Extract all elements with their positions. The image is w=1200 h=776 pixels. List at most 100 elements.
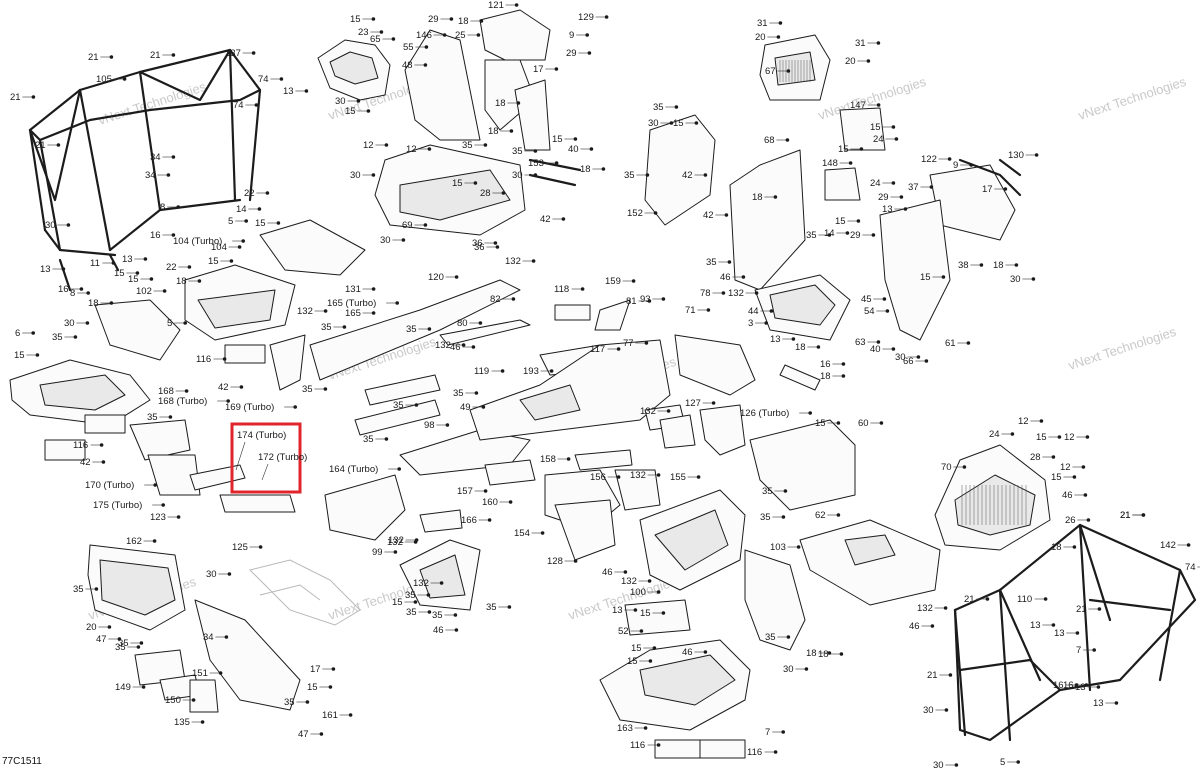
- callout-roll-cage-left[interactable]: 74: [233, 100, 244, 111]
- callout-hood-area[interactable]: 40: [568, 144, 579, 155]
- callout-console[interactable]: 118: [554, 284, 569, 295]
- callout-console[interactable]: 82: [490, 294, 501, 305]
- callout-rear-lower[interactable]: 103: [770, 542, 786, 553]
- callout-floor-left[interactable]: 104 (Turbo): [173, 236, 222, 247]
- callout-rear-lower[interactable]: 30: [783, 664, 794, 675]
- callout-floor-left[interactable]: 15: [14, 350, 25, 361]
- callout-dash-right[interactable]: 13: [882, 204, 893, 215]
- callout-console[interactable]: 35: [406, 324, 417, 335]
- callout-hood-area[interactable]: 146: [416, 30, 432, 41]
- callout-roll-cage-left[interactable]: 15: [114, 268, 125, 279]
- callout-dash-right[interactable]: 35: [706, 257, 717, 268]
- callout-roll-cage-left[interactable]: 5: [228, 216, 233, 227]
- highlight-box[interactable]: [230, 422, 302, 494]
- callout-dash-right[interactable]: 30: [648, 118, 659, 129]
- callout-rear-lower[interactable]: 18: [806, 648, 817, 659]
- callout-rear-lower[interactable]: 15: [627, 656, 638, 667]
- callout-roll-cage-left[interactable]: 8: [70, 288, 75, 299]
- callout-hood-area[interactable]: 15: [552, 134, 563, 145]
- callout-dash-right[interactable]: 15: [870, 122, 881, 133]
- callout-console[interactable]: 81: [626, 296, 637, 307]
- callout-console[interactable]: 131: [345, 284, 361, 295]
- callout-rear-left[interactable]: 35: [284, 697, 295, 708]
- callout-hood-area[interactable]: 15: [452, 178, 463, 189]
- callout-roll-cage-left[interactable]: 14: [236, 204, 247, 215]
- callout-center-rear[interactable]: 154: [514, 528, 530, 539]
- callout-center-rear[interactable]: 132: [387, 537, 403, 548]
- callout-rear-right[interactable]: 24: [989, 429, 1000, 440]
- callout-floor-left[interactable]: 22: [166, 262, 177, 273]
- callout-center-rear[interactable]: 100: [630, 587, 646, 598]
- callout-dash-right[interactable]: 15: [838, 144, 849, 155]
- callout-rear-right[interactable]: 110: [1017, 594, 1032, 605]
- callout-roll-cage-left[interactable]: 13: [40, 264, 51, 275]
- callout-172-turbo[interactable]: 172 (Turbo): [258, 452, 307, 463]
- callout-center-rear[interactable]: 35: [762, 486, 773, 497]
- callout-dash-right[interactable]: 17: [982, 184, 993, 195]
- callout-rear-right[interactable]: 15: [1051, 472, 1062, 483]
- callout-rear-lower[interactable]: 15: [640, 608, 651, 619]
- callout-center-rear[interactable]: 35: [432, 610, 443, 621]
- callout-hood-area[interactable]: 35: [462, 140, 473, 151]
- callout-rear-right[interactable]: 21: [927, 670, 938, 681]
- callout-hood-area[interactable]: 17: [533, 64, 544, 75]
- callout-roll-cage-left[interactable]: 8: [160, 202, 165, 213]
- callout-rear-lower[interactable]: 15: [631, 643, 642, 654]
- callout-floor-left[interactable]: 168: [158, 386, 174, 397]
- callout-dash-right[interactable]: 147: [850, 100, 866, 111]
- callout-rear-left[interactable]: 35: [115, 642, 126, 653]
- callout-console[interactable]: 165: [345, 308, 361, 319]
- callout-dash-right[interactable]: 71: [685, 305, 696, 316]
- callout-front-fascia[interactable]: 15: [350, 14, 361, 25]
- callout-rear-right[interactable]: 16: [1053, 680, 1064, 691]
- callout-hood-area[interactable]: 69: [402, 220, 413, 231]
- callout-center-rear[interactable]: 99: [372, 547, 383, 558]
- callout-dash-right[interactable]: 18: [820, 371, 831, 382]
- callout-floor-left[interactable]: 42: [218, 382, 229, 393]
- callout-floor-left[interactable]: 170 (Turbo): [85, 480, 134, 491]
- callout-roll-cage-left[interactable]: 13: [283, 86, 294, 97]
- callout-rear-right[interactable]: 18: [1051, 542, 1062, 553]
- callout-front-right-cover[interactable]: 20: [755, 32, 766, 43]
- callout-dash-right[interactable]: 122: [921, 154, 937, 165]
- callout-roll-cage-left[interactable]: 34: [150, 152, 161, 163]
- callout-roll-cage-left[interactable]: 21: [150, 50, 161, 61]
- callout-rear-left[interactable]: 161: [322, 710, 338, 721]
- callout-floor-left[interactable]: 102: [136, 286, 152, 297]
- callout-dash-right[interactable]: 30: [1010, 274, 1021, 285]
- callout-dash-right[interactable]: 45: [861, 294, 872, 305]
- callout-dash-right[interactable]: 37: [908, 182, 919, 193]
- callout-rear-lower[interactable]: 7: [765, 727, 770, 738]
- callout-rear-right[interactable]: 28: [1030, 452, 1041, 463]
- callout-dash-right[interactable]: 63: [855, 337, 866, 348]
- callout-rear-left[interactable]: 47: [298, 729, 309, 740]
- callout-floor-left[interactable]: 30: [64, 318, 75, 329]
- callout-floor-left[interactable]: 35: [147, 412, 158, 423]
- callout-console[interactable]: 132: [640, 406, 656, 417]
- callout-rear-left[interactable]: 150: [165, 695, 181, 706]
- callout-roll-cage-left[interactable]: 21: [88, 52, 99, 63]
- callout-console[interactable]: 36: [472, 238, 483, 249]
- callout-hood-area[interactable]: 29: [428, 14, 439, 25]
- callout-rear-left[interactable]: 20: [86, 622, 97, 633]
- callout-console[interactable]: 77: [623, 338, 634, 349]
- callout-rear-lower[interactable]: 116: [630, 740, 645, 751]
- callout-dash-right[interactable]: 40: [870, 344, 881, 355]
- callout-console[interactable]: 93: [640, 294, 651, 305]
- callout-hood-area[interactable]: 18: [488, 126, 499, 137]
- callout-center-rear[interactable]: 46: [602, 567, 613, 578]
- callout-dash-right[interactable]: 24: [873, 134, 884, 145]
- callout-rear-right[interactable]: 142: [1160, 540, 1176, 551]
- callout-rear-right[interactable]: 26: [1065, 515, 1076, 526]
- callout-dash-right[interactable]: 29: [878, 192, 889, 203]
- callout-front-fascia[interactable]: 15: [345, 106, 356, 117]
- callout-rear-left[interactable]: 162: [126, 536, 142, 547]
- callout-dash-right[interactable]: 15: [673, 118, 684, 129]
- callout-console[interactable]: 117: [590, 344, 605, 355]
- callout-floor-left[interactable]: 35: [321, 322, 332, 333]
- callout-console[interactable]: 35: [393, 400, 404, 411]
- callout-rear-lower[interactable]: 35: [765, 632, 776, 643]
- callout-rear-lower[interactable]: 116: [747, 747, 762, 758]
- callout-dash-right[interactable]: 132: [728, 288, 744, 299]
- callout-rear-right[interactable]: 46: [1062, 490, 1073, 501]
